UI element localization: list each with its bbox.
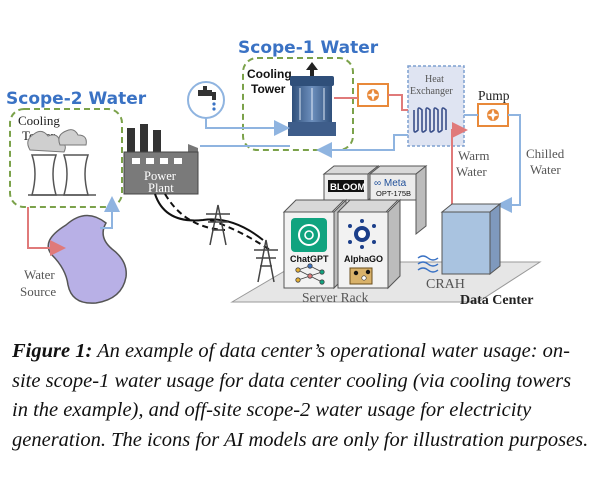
warm-water-label-2: Water <box>456 164 487 179</box>
data-center-label: Data Center <box>460 293 533 308</box>
chatgpt-label: ChatGPT <box>290 254 329 264</box>
scope1-boundary <box>242 57 354 151</box>
bloom-logo: BLOOM <box>330 182 365 193</box>
chatgpt-logo-icon <box>291 218 327 252</box>
alphago-label: AlphaGO <box>344 254 383 264</box>
heat-exchanger-label-2: Exchanger <box>410 86 453 97</box>
transmission-tower-icon <box>206 204 278 283</box>
scope1-label: Scope-1 Water <box>238 38 379 58</box>
pump-icon-right <box>477 103 509 127</box>
caption-text: An example of data center’s operational … <box>12 340 589 451</box>
chilled-water-label-2: Water <box>530 162 561 177</box>
faucet-pipe <box>205 118 290 136</box>
scope1-cooling-label-1: Cooling <box>247 67 292 81</box>
heat-exchanger-coil <box>413 107 447 133</box>
pump-label: Pump <box>478 88 510 103</box>
faucet-icon <box>187 81 225 119</box>
chilled-water-label-1: Chilled <box>526 146 565 161</box>
alphago-logo-icon <box>348 219 376 249</box>
pump-to-hx-pipe <box>388 94 408 111</box>
caption-label: Figure 1: <box>12 340 93 362</box>
water-source-label-2: Source <box>20 284 56 299</box>
heat-exchanger-label-1: Heat <box>425 74 444 85</box>
tower-loop-pipe-return <box>316 134 408 158</box>
scope2-cooling-tower-icon <box>27 129 96 196</box>
warm-water-label-1: Warm <box>458 148 489 163</box>
power-plant-label-2: Plant <box>148 181 174 195</box>
neural-net-icon <box>295 263 325 285</box>
go-board-icon <box>349 267 373 285</box>
water-source-lake-icon <box>47 214 127 304</box>
scope2-boundary <box>9 108 123 208</box>
scope2-red-pipe <box>27 207 66 256</box>
pump-icon-left <box>357 83 389 107</box>
scope2-label: Scope-2 Water <box>6 89 147 109</box>
chilled-down-pipe <box>496 114 521 213</box>
scope1-cooling-tower-icon <box>288 62 336 136</box>
figure-caption: Figure 1: An example of data center’s op… <box>12 337 590 455</box>
water-source-label-1: Water <box>24 267 55 282</box>
power-plant-label-1: Power <box>144 169 177 183</box>
crah-label: CRAH <box>426 277 465 292</box>
water-usage-diagram: Scope-2 Water Cooling Tower Water Source… <box>6 38 565 308</box>
opt-label: OPT-175B <box>376 189 411 198</box>
bloom-logo-bg <box>328 180 364 192</box>
meta-logo: ∞ Meta <box>374 178 407 189</box>
server-rack-label: Server Rack <box>302 290 369 305</box>
scope2-cooling-label-1: Cooling <box>18 113 60 128</box>
power-plant-icon <box>123 124 199 195</box>
crah-unit-icon <box>417 202 502 276</box>
scope2-blue-pipe <box>100 196 120 229</box>
scope1-cooling-label-2: Tower <box>251 82 286 96</box>
